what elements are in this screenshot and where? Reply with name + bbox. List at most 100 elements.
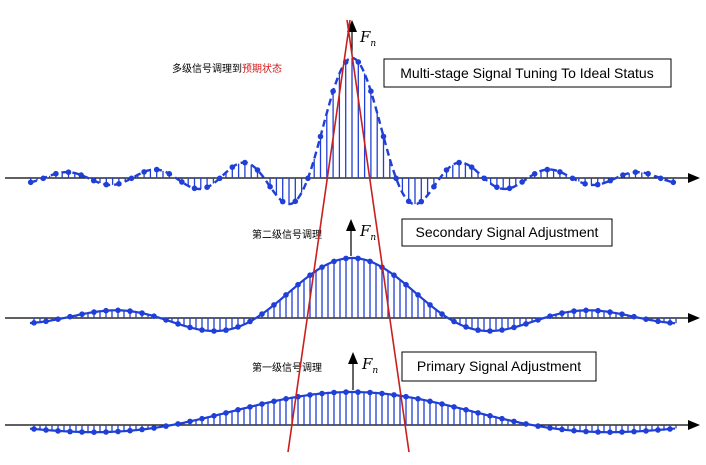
sample-dot [331, 258, 337, 265]
sample-dot [544, 166, 551, 173]
sample-dot [115, 428, 121, 435]
sample-dot [569, 175, 576, 182]
sample-dot [451, 318, 457, 325]
sample-dot [595, 429, 601, 435]
sample-dot [279, 198, 286, 205]
sample-dot [582, 181, 588, 187]
sample-dot [247, 318, 253, 325]
panel-primary: Fn 第一级信号调理 Primary Signal Adjustment [5, 351, 700, 436]
sample-dot [79, 429, 85, 435]
sample-dot [368, 88, 374, 94]
sample-dot [607, 177, 614, 184]
sample-dot [242, 159, 248, 166]
sample-dot [259, 401, 265, 407]
signal-curve-bottom [29, 390, 676, 434]
label-box-top [383, 58, 672, 88]
sample-dot [271, 398, 277, 405]
sample-dot [187, 418, 193, 425]
sample-dot [283, 292, 289, 298]
sample-dot [79, 311, 85, 318]
sample-dot [667, 320, 673, 326]
sample-dot [317, 133, 324, 140]
sample-dot [319, 390, 325, 397]
sample-dot [103, 429, 109, 435]
sample-dot [571, 308, 577, 314]
dots-middle [31, 255, 673, 334]
sample-dot [519, 179, 525, 185]
sample-dot [487, 328, 493, 334]
sample-dot [531, 171, 538, 177]
sample-dot [127, 308, 133, 314]
fn-label-middle: Fn [359, 222, 376, 243]
sample-dot [547, 425, 553, 431]
x-axis-arrow-top [688, 173, 700, 183]
sample-dot [216, 175, 223, 182]
sample-dot [103, 181, 110, 188]
sample-dot [166, 171, 173, 177]
sample-dot [463, 407, 469, 413]
sample-dot [403, 393, 409, 400]
caption-cn-top: 多级信号调理到预期状态 [172, 62, 282, 75]
guide-line-left [287, 19, 351, 453]
caption-cn-bottom: 第一级信号调理 [252, 361, 322, 374]
sample-dot [235, 324, 241, 330]
sample-dot [583, 428, 589, 435]
sample-dot [506, 185, 513, 192]
sample-dot [631, 313, 637, 320]
sample-dot [475, 327, 481, 333]
sample-dot [594, 181, 601, 188]
sample-dot [405, 198, 412, 205]
sample-dot [619, 429, 625, 435]
label-box-top-text: Multi-stage Signal Tuning To Ideal Statu… [400, 65, 653, 81]
sample-dot [229, 164, 236, 170]
sample-dot [379, 390, 385, 397]
sample-dot [31, 320, 37, 326]
sample-dot [139, 310, 145, 316]
sample-dot [523, 421, 529, 427]
sample-dot [380, 133, 387, 140]
panel-secondary: Fn 第二级信号调理 Secondary Signal Adjustment [5, 218, 700, 334]
x-axis-arrow-bottom [688, 420, 700, 430]
x-axis-arrow-middle [688, 313, 700, 323]
sample-dot [511, 324, 517, 331]
sample-dot [415, 292, 421, 298]
sample-dot [43, 318, 49, 325]
sample-dot [115, 307, 121, 314]
sample-dot [331, 389, 337, 396]
sample-dot [583, 307, 589, 314]
sample-dot [523, 321, 529, 327]
sample-dot [187, 324, 193, 331]
sample-dot [55, 316, 61, 323]
sample-dot [607, 429, 613, 436]
sample-dot [571, 427, 577, 434]
sample-dot [91, 429, 97, 436]
sample-dot [487, 413, 493, 419]
sample-dot [65, 169, 72, 175]
sample-dot [655, 427, 661, 433]
sample-dot [343, 389, 349, 395]
stems-bottom [33, 392, 677, 433]
sample-dot [267, 183, 273, 190]
sample-dot [415, 396, 421, 402]
sample-dot [481, 175, 488, 182]
sample-dot [247, 404, 253, 410]
sample-dot [27, 179, 34, 186]
signal-curve-top [29, 56, 676, 206]
signal-curve-middle [29, 256, 676, 333]
sample-dot [67, 428, 73, 435]
sample-dot [391, 272, 397, 279]
sample-dot [559, 310, 565, 316]
sample-dot [307, 272, 313, 279]
caption-cn-middle: 第二级信号调理 [252, 228, 322, 241]
sample-dot [595, 307, 601, 314]
sample-dot [657, 175, 664, 182]
sample-dot [211, 413, 217, 419]
sample-dot [67, 313, 73, 320]
sample-dot [547, 313, 553, 320]
sample-dot [511, 418, 517, 425]
label-box-middle [401, 218, 613, 247]
sample-dot [254, 167, 261, 173]
label-box-bottom-text: Primary Signal Adjustment [417, 358, 581, 374]
sample-dot [307, 392, 313, 398]
